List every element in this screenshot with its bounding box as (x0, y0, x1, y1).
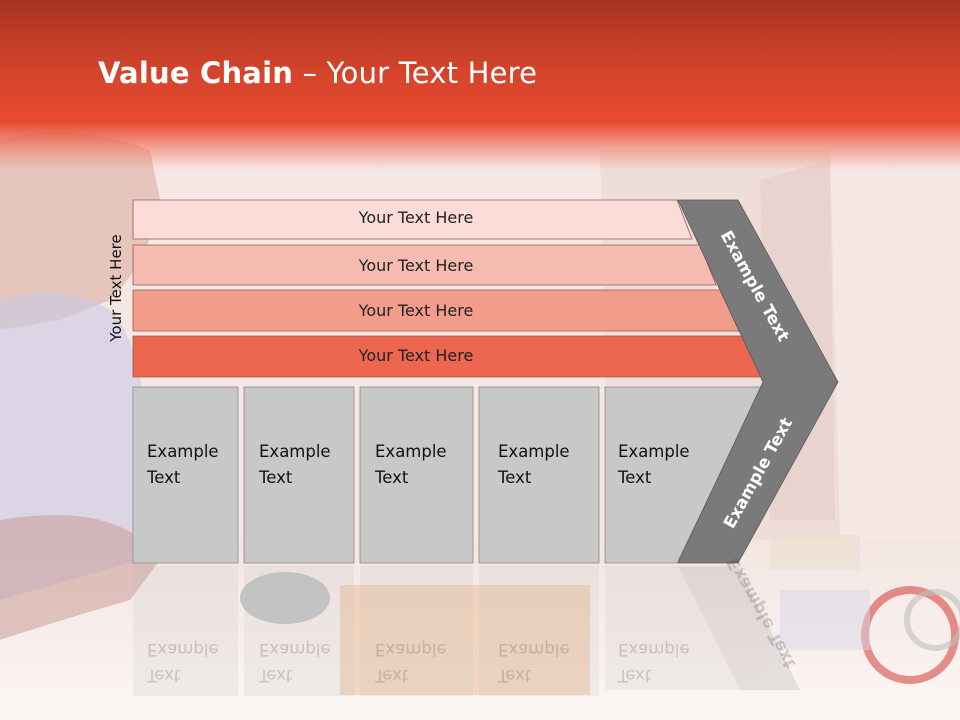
box-2-reflection-line1: Example (259, 640, 331, 659)
box-1-reflection-line1: Example (147, 640, 219, 659)
chevron-arrow (677, 199, 839, 564)
box-3 (359, 386, 474, 564)
box-2-reflection-line2: Text (259, 666, 293, 685)
box-5-reflection-line2: Text (618, 666, 652, 685)
box-5-reflection-line1: Example (618, 640, 690, 659)
box-4-reflection: Text Example (498, 636, 570, 688)
box-5 (604, 386, 763, 564)
box-1-line1: Example (147, 442, 219, 461)
box-4-line2: Text (498, 468, 532, 487)
box-2-reflection: Text Example (259, 636, 331, 688)
diagram-reflection (133, 566, 800, 696)
box-4-reflection-line1: Example (498, 640, 570, 659)
box-5-reflection: Text Example (618, 636, 690, 688)
box-3-reflection-line2: Text (375, 666, 409, 685)
page-title: Value Chain – Your Text Here (98, 56, 537, 90)
box-5-line2: Text (618, 468, 652, 487)
box-1-reflection-line2: Text (147, 666, 181, 685)
title-rest: – Your Text Here (293, 56, 538, 90)
header-band (0, 0, 960, 170)
bar-1-label: Your Text Here (358, 208, 474, 227)
box-4-reflection-line2: Text (498, 666, 532, 685)
box-4 (478, 386, 600, 564)
box-2-line1: Example (259, 442, 331, 461)
box-3-line1: Example (375, 442, 447, 461)
title-bold: Value Chain (98, 56, 294, 90)
box-3-reflection-line1: Example (375, 640, 447, 659)
box-5-line1: Example (618, 442, 690, 461)
box-2-line2: Text (259, 468, 293, 487)
box-3-line2: Text (375, 468, 409, 487)
bar-2-label: Your Text Here (358, 256, 474, 275)
box-2 (243, 386, 355, 564)
box-1 (132, 386, 239, 564)
bar-1 (132, 199, 693, 240)
bar-4-label: Your Text Here (358, 346, 474, 365)
box-3-reflection: Text Example (375, 636, 447, 688)
bar-2 (132, 244, 717, 286)
box-1-reflection: Text Example (147, 636, 219, 688)
box-1-line2: Text (147, 468, 181, 487)
bar-3-label: Your Text Here (358, 301, 474, 320)
box-4-line1: Example (498, 442, 570, 461)
